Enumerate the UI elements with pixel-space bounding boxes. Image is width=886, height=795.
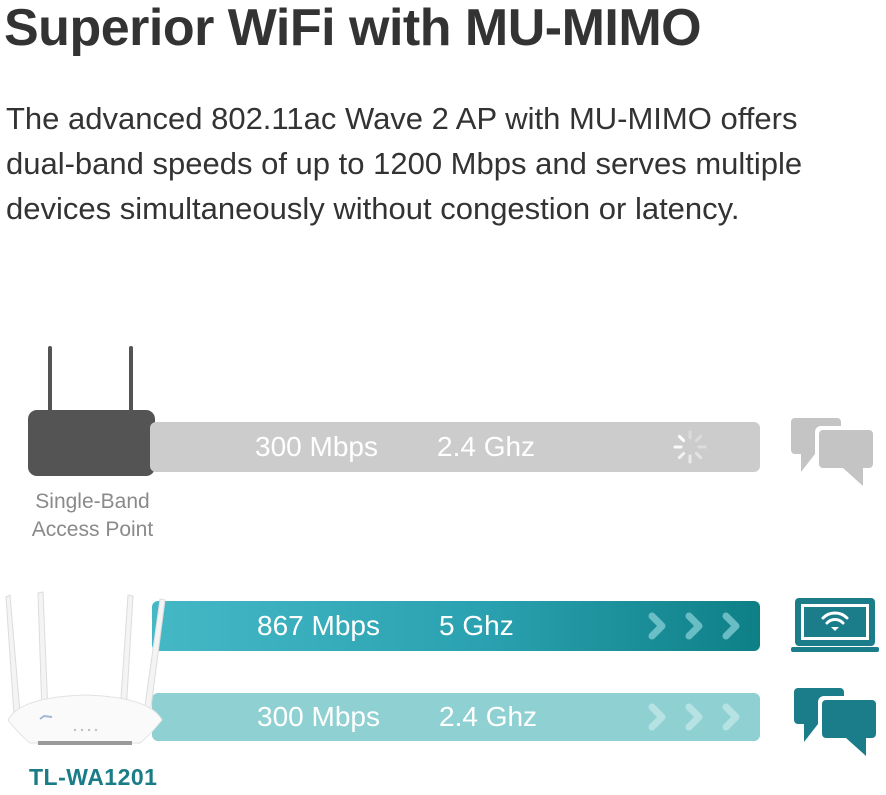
single-band-speed-bar: 300 Mbps 2.4 Ghz xyxy=(150,422,760,472)
triple-chevron-icon xyxy=(648,612,740,640)
speed-label: 300 Mbps xyxy=(257,701,380,732)
description-line: devices simultaneously without congestio… xyxy=(6,191,740,226)
band-label: 2.4 Ghz xyxy=(437,431,536,462)
tl-wa1201-router-image xyxy=(5,591,166,745)
chat-bubbles-icon xyxy=(791,418,873,486)
description-line: dual-band speeds of up to 1200 Mbps and … xyxy=(6,146,803,181)
speed-label: 300 Mbps xyxy=(255,431,378,462)
speed-label: 867 Mbps xyxy=(257,610,380,641)
laptop-wifi-icon xyxy=(791,598,879,652)
product-model-label: TL-WA1201 xyxy=(29,764,158,790)
description: The advanced 802.11ac Wave 2 AP with MU-… xyxy=(6,96,886,231)
triple-chevron-icon xyxy=(648,703,740,731)
2.4ghz-speed-bar: 300 Mbps 2.4 Ghz xyxy=(152,693,760,741)
5ghz-speed-bar: 867 Mbps 5 Ghz xyxy=(152,601,760,651)
loading-spinner-icon xyxy=(673,430,707,464)
chat-bubbles-icon xyxy=(794,688,876,756)
band-label: 5 Ghz xyxy=(439,610,514,641)
single-band-router-icon xyxy=(28,346,155,476)
single-band-label: Single-Band Access Point xyxy=(31,490,154,541)
page-title: Superior WiFi with MU-MIMO xyxy=(4,0,702,57)
band-label: 2.4 Ghz xyxy=(439,701,538,732)
description-line: The advanced 802.11ac Wave 2 AP with MU-… xyxy=(6,101,798,136)
